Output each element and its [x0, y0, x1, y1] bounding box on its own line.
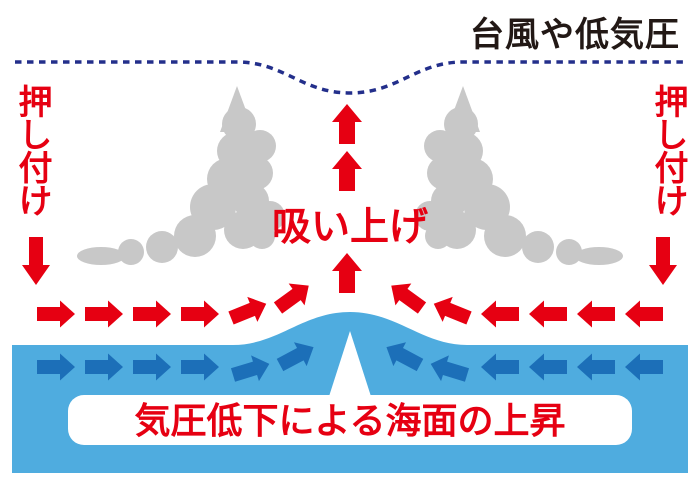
dashed-pressure-line-icon — [15, 60, 685, 95]
red-converging-arrows-right-icon — [383, 275, 663, 331]
press-down-arrow-right-icon — [649, 237, 677, 285]
diagram-title: 台風や低気圧 — [470, 16, 680, 54]
press-down-arrow-left-icon — [22, 237, 50, 285]
press-label-right: 押し付け — [649, 84, 687, 216]
press-label-left: 押し付け — [13, 84, 51, 216]
suction-label: 吸い上げ — [271, 206, 428, 249]
red-converging-arrows-left-icon — [37, 275, 317, 331]
sea-surface-bulge-icon — [324, 331, 376, 412]
sea-rise-caption: 気圧低下による海面の上昇 — [68, 395, 632, 445]
